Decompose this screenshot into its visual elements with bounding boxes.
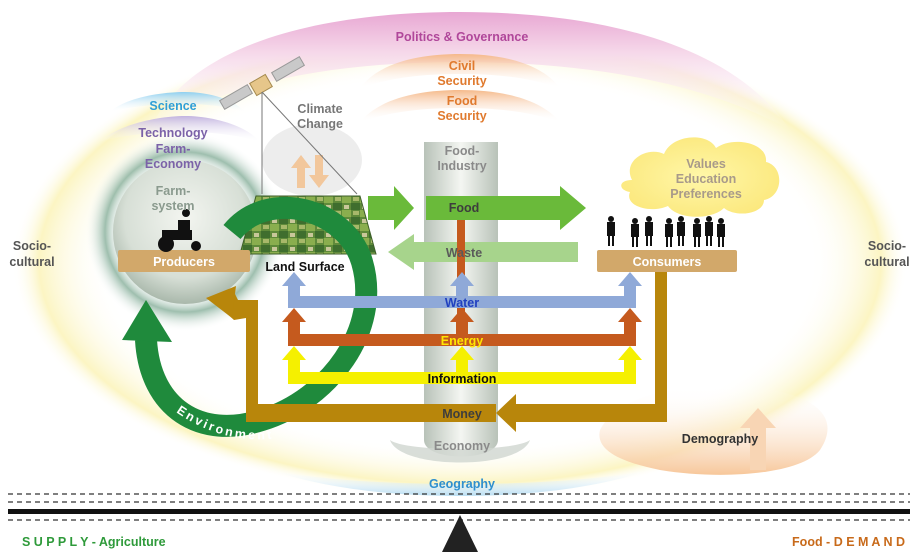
energy-arrow-center — [450, 308, 474, 334]
values-line3: Preferences — [670, 187, 742, 201]
technology-band — [100, 116, 260, 142]
fulcrum-triangle-icon — [442, 515, 478, 552]
producers-bar — [118, 250, 250, 272]
tractor-icon — [158, 209, 201, 252]
farm-economy-line1: Farm- — [156, 142, 191, 156]
sociocultural-right-line1: Socio- — [868, 239, 906, 253]
demand-label: Food - D E M A N D — [792, 535, 905, 549]
values-line2: Education — [676, 172, 736, 186]
money-arrow-left — [214, 288, 496, 422]
satellite-icon — [218, 55, 306, 111]
climate-change-line2: Change — [297, 117, 343, 131]
food-label: Food — [449, 201, 480, 215]
food-arrow — [426, 186, 586, 230]
environment-arrowhead — [122, 300, 172, 342]
politics-label: Politics & Governance — [396, 30, 529, 44]
demography-arrow — [740, 408, 776, 470]
science-label: Science — [149, 99, 196, 113]
economy-label: Economy — [434, 439, 490, 453]
environment-arrow — [135, 196, 378, 437]
climate-up-arrow — [291, 155, 311, 188]
farm-system-line2: system — [151, 199, 194, 213]
energy-arrow — [282, 308, 642, 346]
balance-beam — [8, 509, 910, 514]
supply-label: S U P P L Y - Agriculture — [22, 535, 166, 549]
land-surface-label: Land Surface — [265, 260, 344, 274]
geography-label: Geography — [429, 477, 495, 491]
climate-glow — [262, 124, 362, 196]
civil-security-line2: Security — [437, 74, 486, 88]
food-security-line1: Food — [447, 94, 478, 108]
waste-label: Waste — [446, 246, 482, 260]
civil-security-line1: Civil — [449, 59, 475, 73]
economy-base — [390, 440, 530, 463]
technology-label: Technology — [138, 126, 207, 140]
water-arrow-center — [450, 272, 474, 296]
sociocultural-left-line2: cultural — [9, 255, 54, 269]
money-arrowhead — [206, 286, 236, 318]
politics-band — [150, 12, 790, 130]
farm-economy-line2: Economy — [145, 157, 201, 171]
sociocultural-left-line1: Socio- — [13, 239, 51, 253]
water-label: Water — [445, 296, 479, 310]
money-arrow-right — [496, 272, 667, 432]
satellite-beam-right — [261, 91, 358, 195]
values-cloud — [621, 137, 780, 217]
food-arrow-left-segment — [368, 186, 414, 230]
science-band — [110, 92, 245, 112]
food-security-band — [360, 90, 560, 122]
waste-arrow — [388, 234, 578, 270]
food-security-line2: Security — [437, 109, 486, 123]
climate-change-line1: Climate — [297, 102, 342, 116]
civil-security-band — [360, 54, 560, 88]
farm-system-line1: Farm- — [156, 184, 191, 198]
information-label: Information — [428, 372, 497, 386]
money-label: Money — [442, 407, 482, 421]
people-silhouette-icon — [607, 216, 725, 247]
energy-label: Energy — [441, 334, 483, 348]
climate-down-arrow — [309, 155, 329, 188]
sociocultural-right-line2: cultural — [864, 255, 909, 269]
demography-label: Demography — [682, 432, 758, 446]
water-arrow — [282, 272, 642, 308]
consumers-bar — [597, 250, 737, 272]
food-industry-line2: Industry — [437, 159, 486, 173]
consumers-label: Consumers — [633, 255, 702, 269]
values-line1: Values — [686, 157, 726, 171]
geography-band — [270, 470, 650, 496]
producers-label: Producers — [153, 255, 215, 269]
information-arrow — [282, 346, 642, 384]
information-arrow-center — [450, 346, 474, 372]
food-industry-line1: Food- — [445, 144, 480, 158]
